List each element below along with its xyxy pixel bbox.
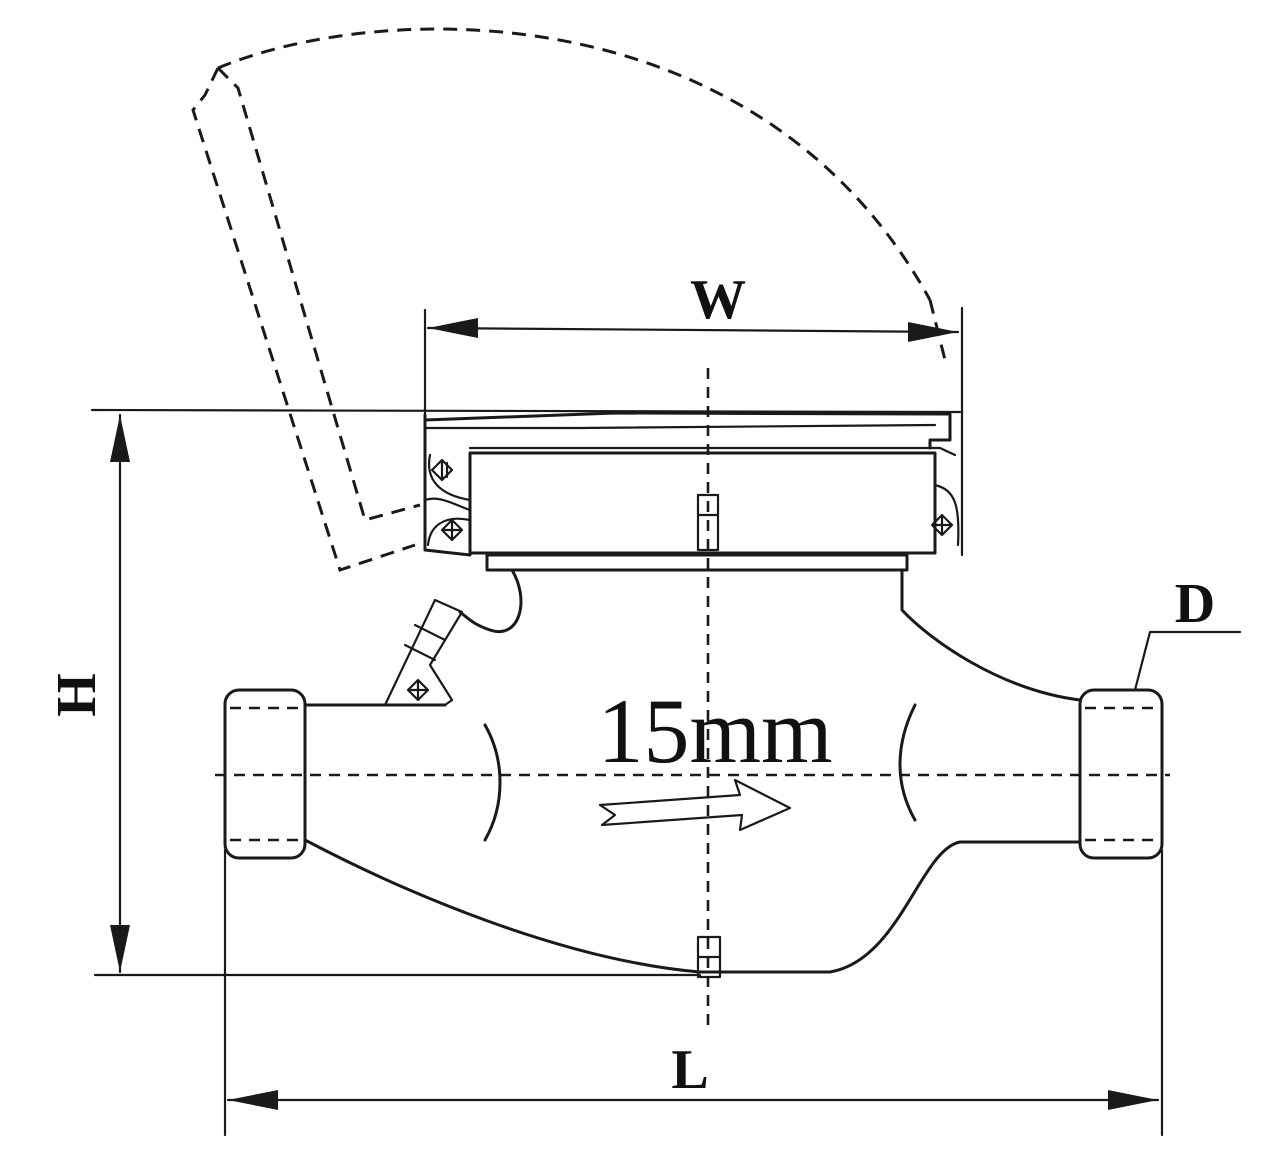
center-lines [215,368,1170,1025]
screw-icon-right [930,513,954,537]
lug-rib-2 [403,643,437,662]
l-label: L [671,1039,708,1101]
body-neck-left [458,568,523,634]
cover-top [423,411,952,450]
register-box-top-edge [468,446,957,457]
width-dimension: W [423,269,964,557]
cover-top-inner [423,423,937,430]
w-arrow-left [428,318,478,338]
register-head [423,411,960,572]
lid-arc-outer [217,27,932,301]
w-label: W [690,269,746,331]
chamber-arc-right [898,703,917,822]
flow-direction-arrow-icon [598,778,792,832]
side-lug [383,598,464,707]
h-extension-top [90,408,962,414]
l-arrow-right [1108,1090,1158,1110]
register-box [468,451,937,555]
h-arrow-bottom [110,925,130,972]
hinge-curve-3 [426,517,472,547]
lid-inner-edge [216,66,421,522]
lug-rib-1 [413,623,447,642]
l-arrow-left [228,1090,278,1110]
h-arrow-top [110,415,130,462]
screw-icon-top-left [430,458,454,482]
nominal-size-label: 15mm [597,680,832,782]
d-leader-line [1133,630,1242,692]
body-upper-right [900,570,1082,702]
h-label: H [46,673,108,717]
diameter-callout: D [1133,573,1242,692]
screw-icon-lug [406,678,430,702]
hinge-curve-1 [427,453,472,502]
lug-outline [383,598,464,707]
length-dimension: L [223,848,1164,1137]
chamber-arc-left [483,723,502,842]
height-dimension: H [46,408,962,977]
register-base [485,553,909,572]
hinge-curve-2 [423,497,472,512]
lid-outer-edge [191,67,416,572]
w-dimension-line [426,326,960,334]
screw-icon-bottom-left [440,518,464,542]
w-arrow-right [908,322,958,342]
hinge-curve-right [933,483,960,547]
d-label: D [1175,573,1215,635]
cover-left-side [423,413,472,557]
open-lid-outline [191,27,947,572]
body-bottom [303,838,1082,974]
